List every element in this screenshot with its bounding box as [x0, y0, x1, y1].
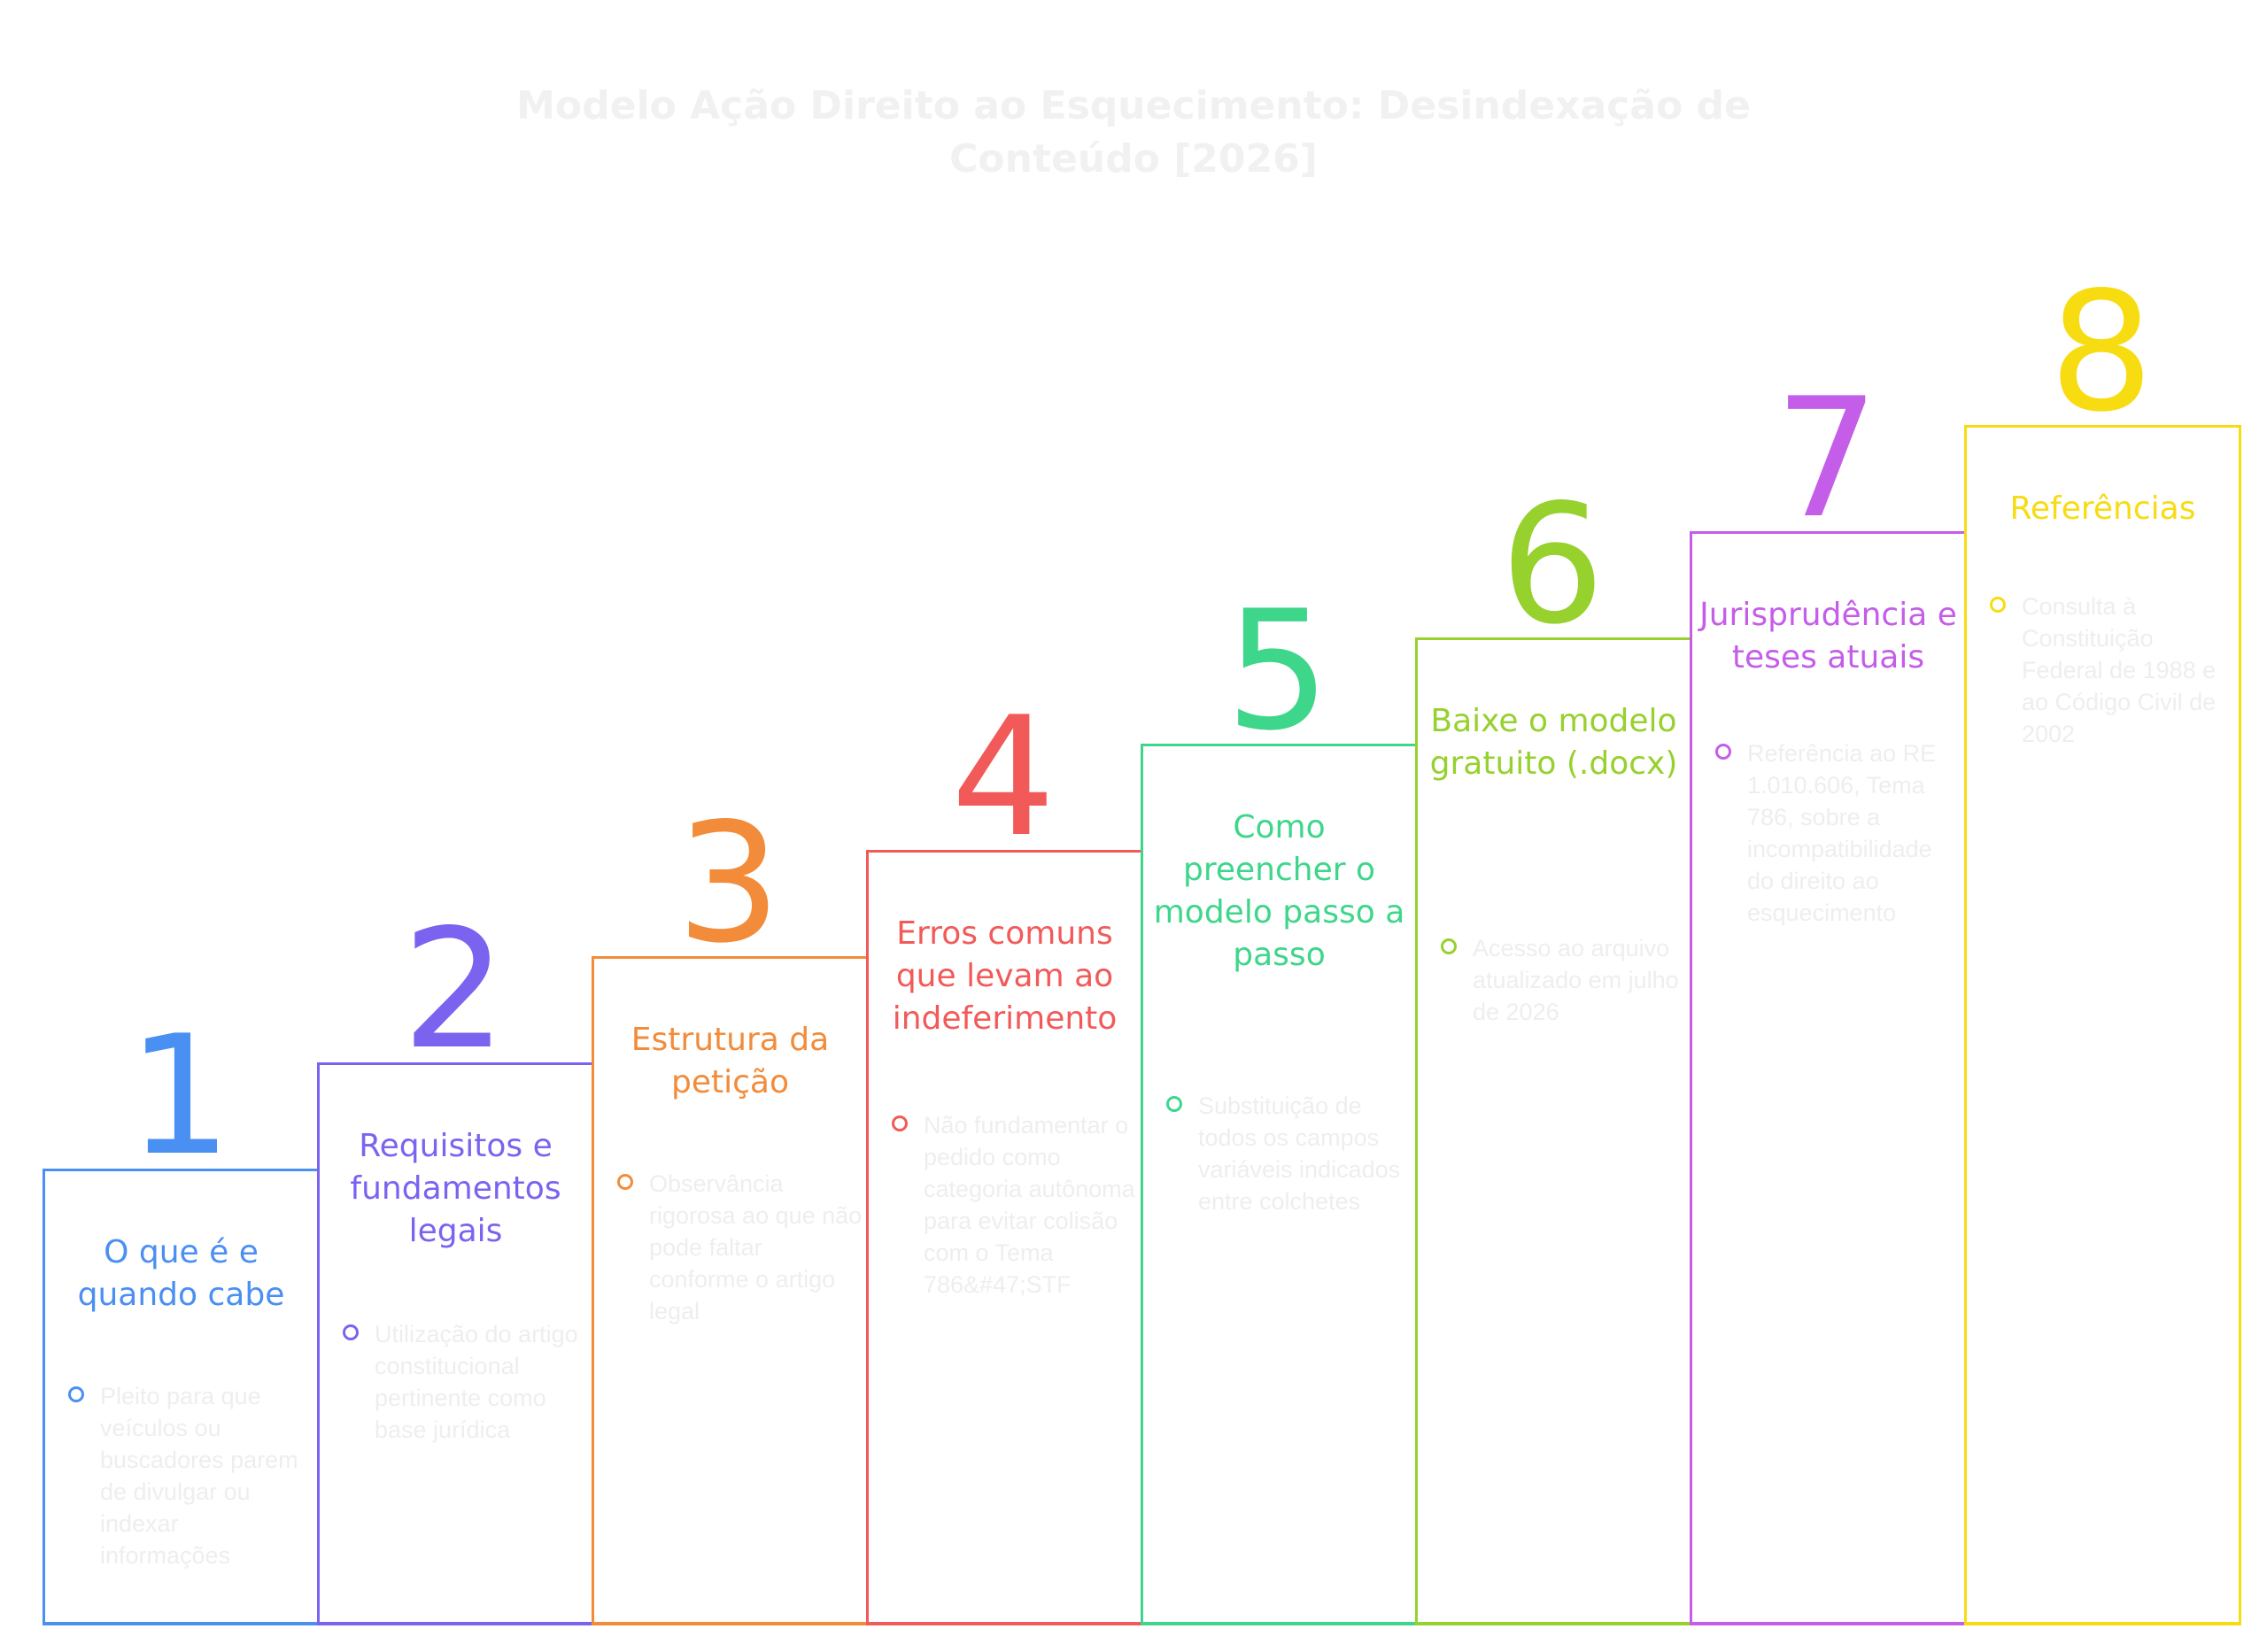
- bullet-circle-icon: [1441, 938, 1457, 954]
- step-title: Erros comuns que levam ao indeferimento: [892, 915, 1118, 1037]
- step-title: Jurisprudência e teses atuais: [1699, 597, 1957, 675]
- bullet-circle-icon: [892, 1115, 908, 1131]
- diagram-title: Modelo Ação Direito ao Esquecimento: Des…: [516, 83, 1751, 181]
- step-description: Observância rigorosa ao que não pode fal…: [649, 1170, 863, 1324]
- step-title: Referências: [2009, 490, 2196, 527]
- step-number-3: 3: [676, 787, 782, 979]
- step-title: Requisitos e fundamentos legais: [350, 1128, 561, 1249]
- step-title: Como preencher o modelo passo a passo: [1153, 809, 1405, 973]
- bullet-circle-icon: [1166, 1096, 1182, 1112]
- step-title: O que é e quando cabe: [77, 1234, 285, 1313]
- step-description: Substituição de todos os campos variávei…: [1198, 1092, 1401, 1215]
- step-title: Baixe o modelo gratuito (.docx): [1429, 703, 1678, 782]
- step-description: Pleito para que veículos ou buscadores p…: [100, 1383, 298, 1569]
- step-number-7: 7: [1774, 362, 1880, 554]
- step-description: Utilização do artigo constitucional pert…: [375, 1321, 578, 1443]
- bullet-circle-icon: [68, 1386, 84, 1402]
- step-description: Consulta à Constituição Federal de 1988 …: [2022, 593, 2217, 747]
- step-number-8: 8: [2048, 256, 2155, 448]
- step-description: Referência ao RE 1.010.606, Tema 786, so…: [1747, 740, 1937, 926]
- step-title: Estrutura da petição: [631, 1022, 830, 1100]
- step-number-4: 4: [950, 681, 1056, 873]
- step-number-1: 1: [127, 1000, 233, 1192]
- step-description: Acesso ao arquivo atualizado em julho de…: [1473, 935, 1679, 1025]
- step-number-6: 6: [1499, 468, 1605, 660]
- bullet-circle-icon: [343, 1324, 359, 1340]
- bullet-circle-icon: [1715, 744, 1731, 760]
- bullet-circle-icon: [1990, 597, 2006, 613]
- step-number-5: 5: [1225, 575, 1331, 767]
- step-box-6: Baixe o modelo gratuito (.docx) Acesso ao…: [1415, 637, 1692, 1625]
- bullet-circle-icon: [617, 1174, 633, 1190]
- step-number-2: 2: [401, 893, 507, 1085]
- step-description: Não fundamentar o pedido como categoria …: [924, 1112, 1135, 1298]
